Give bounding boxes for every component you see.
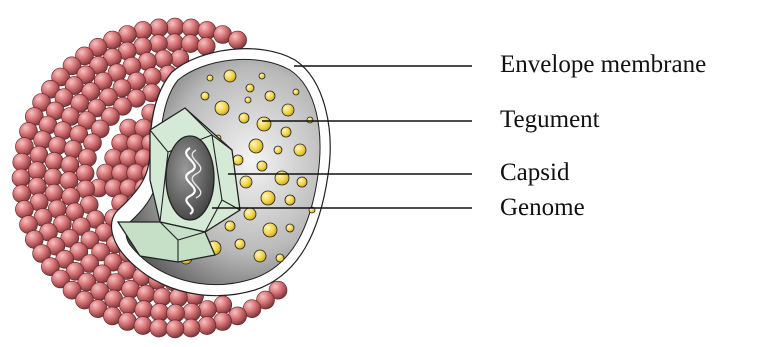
tegument-granule [307, 117, 313, 123]
tegument-granule [259, 73, 265, 79]
envelope-sphere [44, 168, 62, 186]
envelope-sphere [137, 285, 155, 303]
tegument-granule [282, 104, 294, 116]
envelope-sphere [182, 19, 200, 37]
tegument-granule [286, 224, 294, 232]
envelope-sphere [198, 301, 216, 319]
genome [166, 136, 214, 220]
envelope-sphere [49, 137, 67, 155]
envelope-sphere [143, 68, 161, 86]
tegument-granule [281, 127, 291, 137]
envelope-sphere [214, 313, 232, 331]
tegument-granule [240, 176, 252, 188]
envelope-sphere [28, 162, 46, 180]
tegument-granule [257, 161, 267, 171]
tegument-granule [265, 91, 275, 101]
envelope-sphere [118, 313, 136, 331]
tegument-granule [297, 177, 307, 187]
label-capsid: Capsid [500, 160, 569, 185]
envelope-sphere [76, 164, 94, 182]
envelope-sphere [167, 304, 185, 322]
envelope-sphere [181, 35, 199, 53]
envelope-sphere [134, 21, 152, 39]
tegument-granule [239, 113, 249, 123]
tegument-granule [261, 191, 275, 205]
tegument-granule [215, 101, 229, 115]
tegument-granule [224, 70, 236, 82]
envelope-sphere [45, 152, 63, 170]
tegument-granule [285, 195, 295, 205]
tegument-granule [254, 250, 266, 262]
tegument-granule [235, 239, 245, 249]
envelope-sphere [12, 169, 30, 187]
envelope-sphere [60, 172, 78, 190]
envelope-sphere [165, 34, 183, 52]
tegument-granule [246, 84, 254, 92]
label-envelope-membrane: Envelope membrane [500, 52, 706, 77]
envelope-sphere [150, 19, 168, 37]
envelope-sphere [166, 320, 184, 338]
tegument-granule [245, 97, 251, 103]
envelope-sphere [198, 21, 216, 39]
tegument-granule [294, 144, 306, 156]
envelope-sphere [153, 288, 171, 306]
envelope-sphere [135, 301, 153, 319]
tegument-granule [276, 254, 284, 262]
tegument-granule [225, 221, 235, 231]
envelope-sphere [150, 319, 168, 337]
envelope-sphere [229, 31, 247, 49]
label-tegument: Tegument [500, 107, 600, 132]
label-genome: Genome [500, 195, 585, 220]
envelope-sphere [182, 319, 200, 337]
tegument-granule [244, 208, 256, 220]
tegument-granule [274, 146, 282, 154]
envelope-sphere [183, 303, 201, 321]
tegument-granule [233, 155, 243, 165]
envelope-sphere [122, 280, 140, 298]
envelope-sphere [78, 149, 96, 167]
tegument-granule [249, 139, 263, 153]
tegument-granule [207, 75, 213, 81]
envelope-sphere [134, 317, 152, 335]
envelope-sphere [166, 18, 184, 36]
tegument-granule [263, 223, 277, 237]
tegument-granule [275, 171, 289, 185]
tegument-granule [293, 89, 299, 95]
envelope-sphere [151, 303, 169, 321]
tegument-granule [201, 92, 209, 100]
envelope-sphere [13, 153, 31, 171]
tegument-granule [257, 117, 271, 131]
envelope-sphere [13, 185, 31, 203]
envelope-sphere [198, 317, 216, 335]
